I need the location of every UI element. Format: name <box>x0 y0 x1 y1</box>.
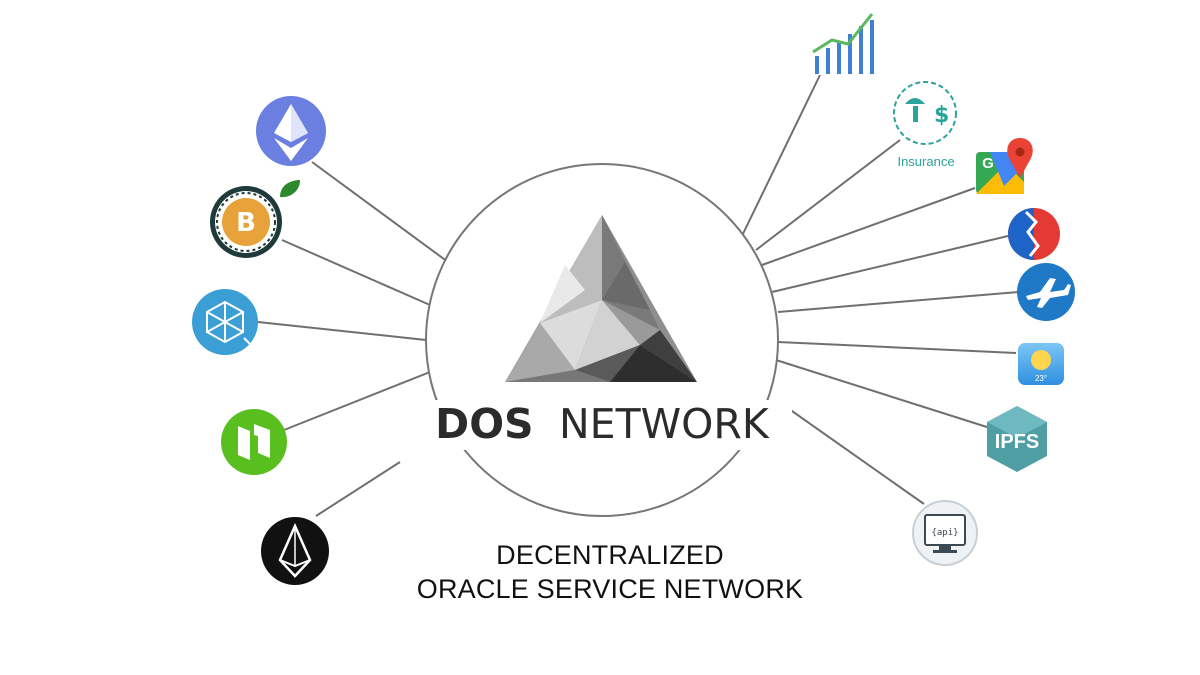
connector-flight <box>777 291 1019 313</box>
eos-icon <box>261 517 329 585</box>
bitcoin-icon: B <box>210 180 300 258</box>
api-label: {api} <box>931 528 958 538</box>
connector-chart <box>739 74 821 241</box>
connector-lines <box>257 74 1019 517</box>
svg-text:$: $ <box>934 103 949 128</box>
neo-icon <box>221 409 287 475</box>
connector-ipfs <box>775 359 991 429</box>
google-maps-icon: G <box>976 138 1033 194</box>
connector-bitcoin <box>281 239 431 306</box>
maps-letter: G <box>982 155 994 172</box>
connector-music <box>771 235 1009 293</box>
dos-hub: DOS NETWORK <box>412 163 792 517</box>
insurance-icon: $ Insurance <box>893 81 957 169</box>
brand-name: DOS NETWORK <box>435 400 770 448</box>
growth-chart-icon <box>812 13 874 74</box>
weather-temp: 23° <box>1035 374 1047 383</box>
weather-icon: 23° <box>1018 343 1064 385</box>
connector-weather <box>777 341 1017 354</box>
ethereum-icon <box>256 96 326 166</box>
connector-neo <box>283 371 431 431</box>
tagline-line-1: DECENTRALIZED <box>496 540 724 570</box>
api-icon: {api} <box>912 500 978 566</box>
qtum-icon <box>192 289 258 355</box>
ipfs-icon: IPFS <box>987 406 1047 472</box>
tagline-line-2: ORACLE SERVICE NETWORK <box>416 574 804 604</box>
insurance-label: Insurance <box>897 154 954 169</box>
connector-insurance <box>755 139 901 251</box>
connector-api <box>781 403 925 505</box>
dos-logo-icon <box>505 215 697 382</box>
connector-maps <box>761 187 976 266</box>
music-note-icon <box>1008 208 1060 260</box>
connector-ethereum <box>311 161 449 263</box>
bitcoin-symbol: B <box>236 208 256 238</box>
ipfs-label: IPFS <box>995 431 1039 453</box>
connector-eos <box>315 461 401 517</box>
brand-name-bold: DOS <box>435 400 533 448</box>
leaf-icon <box>280 180 300 198</box>
flight-icon <box>1017 263 1075 321</box>
connector-qtum <box>257 321 427 341</box>
brand-name-light: NETWORK <box>559 400 770 448</box>
